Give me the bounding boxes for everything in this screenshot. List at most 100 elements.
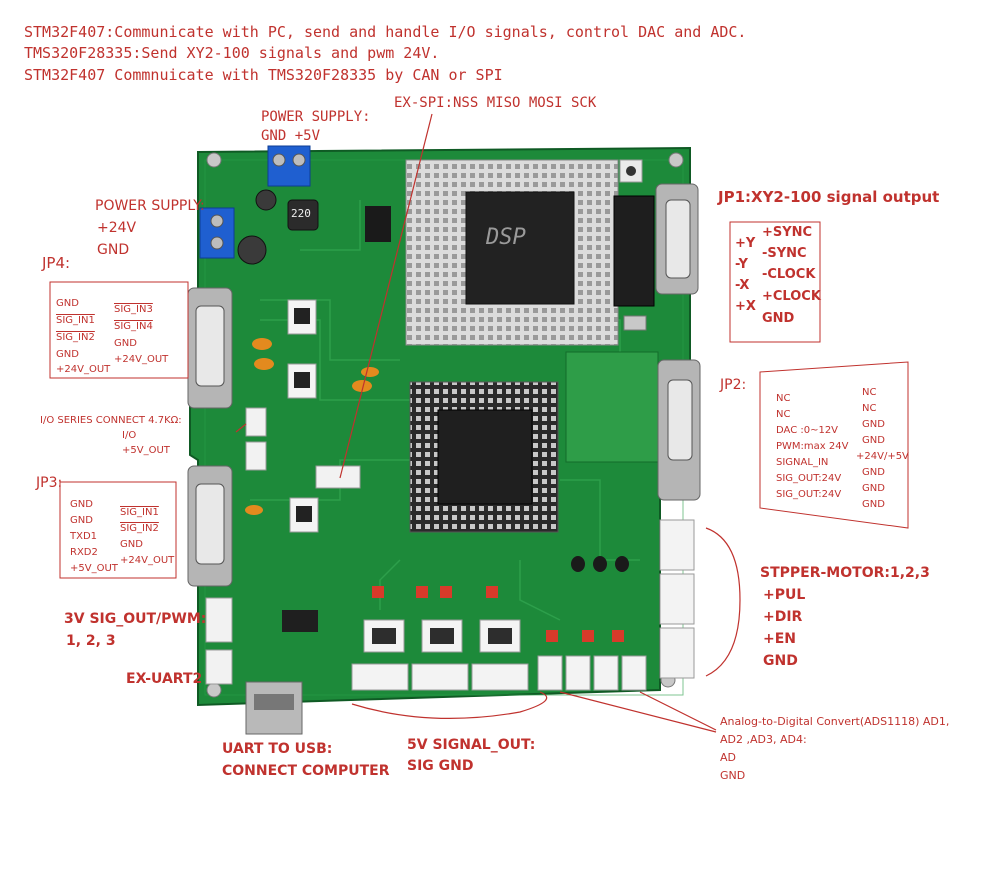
note-tms320: TMS320F28335:Send XY2-100 signals and pw… — [24, 44, 440, 62]
power-24v-line1: +24V — [97, 220, 137, 236]
uart-usb-line1: UART TO USB: — [222, 741, 333, 757]
io-series-line1: I/O SERIES CONNECT 4.7KΩ: — [40, 415, 182, 426]
adc-line4: GND — [720, 769, 746, 782]
mini-usb — [623, 315, 647, 331]
terminal-block-24v — [199, 207, 235, 259]
stepper-line-3: GND — [763, 653, 798, 669]
adc-module — [565, 351, 659, 463]
jp2-right-0: NC — [862, 387, 877, 398]
jp1-right-0: +SYNC — [762, 225, 813, 240]
jp1-title: JP1:XY2-100 signal output — [718, 188, 940, 206]
uart-connectors — [205, 597, 233, 685]
jp2-left-0: NC — [776, 393, 791, 404]
signal-5v-line2: SIG GND — [407, 758, 474, 774]
dsp-chip — [465, 191, 575, 305]
jp2-right-5: GND — [862, 467, 885, 478]
stepper-title: STPPER-MOTOR:1,2,3 — [760, 565, 930, 581]
jp3-left-0: GND — [70, 499, 93, 510]
jp4-left-3: GND — [56, 349, 79, 360]
regulator-chip — [365, 206, 391, 242]
power-5v-title: POWER SUPPLY: — [261, 109, 371, 125]
red-caps — [372, 586, 624, 642]
jp4-title: JP4: — [42, 254, 71, 272]
jp3-right-2: GND — [120, 539, 143, 550]
terminal-block-5v — [267, 145, 311, 187]
stepper-connectors — [659, 519, 695, 679]
jp2-left-2: DAC :0~12V — [776, 425, 839, 436]
power-5v-line: GND +5V — [261, 128, 321, 144]
db9-jp1 — [655, 183, 699, 295]
jp2-right-4: +24V/+5V — [856, 451, 909, 462]
jp4-left-2: SIG_IN2 — [56, 332, 95, 343]
jp2-left-4: SIGNAL_IN — [776, 457, 829, 468]
inductor-label: 220 — [291, 207, 311, 220]
jp1-left-2: -X — [735, 278, 750, 293]
sig-out-pwm-line1: 3V SIG_OUT/PWM: — [64, 611, 207, 627]
io-connectors — [245, 407, 361, 489]
signal-5v-line1: 5V SIGNAL_OUT: — [407, 737, 536, 753]
adc-line2: AD2 ,AD3, AD4: — [720, 733, 807, 746]
io-series-line2: I/O — [122, 430, 137, 441]
jp1-right-3: +CLOCK — [762, 289, 821, 304]
ceramic-caps — [245, 338, 379, 515]
jp2-left-5: SIG_OUT:24V — [776, 473, 842, 484]
jp2-right-7: GND — [862, 499, 885, 510]
sig-out-pwm-line2: 1, 2, 3 — [66, 633, 116, 649]
jp2-left-6: SIG_OUT:24V — [776, 489, 842, 500]
ex-spi-label: EX-SPI:NSS MISO MOSI SCK — [394, 95, 597, 111]
uart-usb-line2: CONNECT COMPUTER — [222, 763, 390, 779]
annotation-lines — [49, 113, 909, 733]
jp2-left-3: PWM:max 24V — [776, 441, 849, 452]
db9-jp3 — [187, 465, 233, 587]
power-24v-title: POWER SUPPLY: — [95, 198, 205, 214]
jp3-right-1: SIG_IN2 — [120, 523, 159, 534]
db9-jp4 — [187, 287, 233, 409]
jp4-left-0: GND — [56, 298, 79, 309]
jp3-left-3: RXD2 — [70, 547, 98, 558]
adc-line1: Analog-to-Digital Convert(ADS1118) AD1, — [720, 715, 950, 728]
mcu-chip — [437, 409, 533, 505]
jp2-title: JP2: — [720, 377, 747, 393]
jp1-right-1: -SYNC — [762, 246, 807, 261]
signal-out-connectors — [351, 655, 647, 691]
jp1-left-0: +Y — [735, 236, 756, 251]
stepper-line-2: +EN — [763, 631, 797, 647]
jp3-right-0: SIG_IN1 — [120, 507, 159, 518]
note-comm: STM32F407 Commnuicate with TMS320F28335 … — [24, 66, 503, 84]
jp1-right-4: GND — [762, 311, 795, 326]
jp2-right-1: NC — [862, 403, 877, 414]
jp4-right-2: GND — [114, 338, 137, 349]
jp3-left-1: GND — [70, 515, 93, 526]
jp4-right-0: SIG_IN3 — [114, 304, 153, 315]
jp4-right-3: +24V_OUT — [114, 354, 169, 365]
jp2-left-1: NC — [776, 409, 791, 420]
opto-marks — [294, 308, 312, 522]
jp3-left-2: TXD1 — [70, 531, 98, 542]
jp4-left-4: +24V_OUT — [56, 364, 111, 375]
jp2-right-6: GND — [862, 483, 885, 494]
usb-uart-chip — [282, 610, 318, 632]
ex-uart2-label: EX-UART2 — [126, 671, 203, 687]
inductor — [287, 199, 319, 231]
jp3-title: JP3: — [36, 475, 63, 491]
db9-jp2 — [657, 359, 701, 501]
dsp-logo-text: DSP — [486, 225, 526, 250]
power-24v-line2: GND — [97, 242, 130, 258]
jp4-right-1: SIG_IN4 — [114, 321, 153, 332]
jp4-left-1: SIG_IN1 — [56, 315, 95, 326]
jp2-right-2: GND — [862, 419, 885, 430]
transistors — [571, 556, 629, 572]
optocouplers-bottom — [363, 619, 521, 653]
jp2-right-3: GND — [862, 435, 885, 446]
jp3-right-3: +24V_OUT — [120, 555, 175, 566]
note-stm32: STM32F407:Communicate with PC, send and … — [24, 23, 747, 41]
jp1-left-1: -Y — [735, 257, 748, 272]
io-series-line3: +5V_OUT — [122, 445, 170, 456]
jp3-left-4: +5V_OUT — [70, 563, 118, 574]
stepper-line-0: +PUL — [763, 587, 806, 603]
stepper-line-1: +DIR — [763, 609, 803, 625]
adc-line3: AD — [720, 751, 736, 764]
jp1-right-2: -CLOCK — [762, 267, 816, 282]
